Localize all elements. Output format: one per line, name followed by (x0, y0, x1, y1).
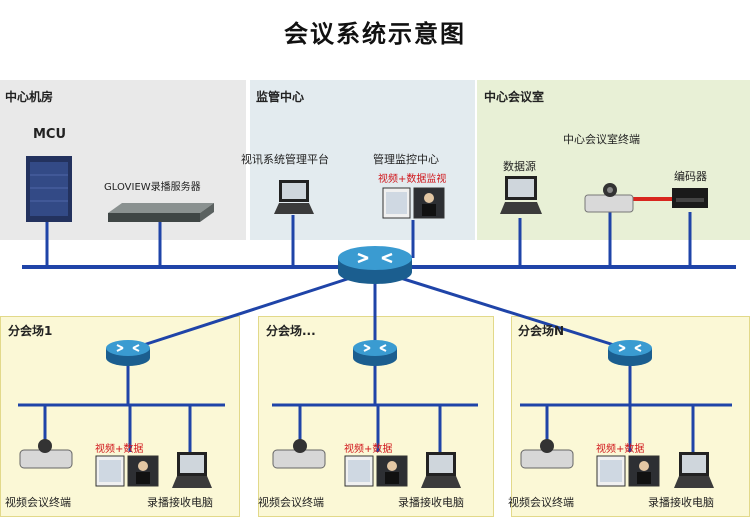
monitor-note: 视频+数据监视 (378, 174, 447, 185)
platform-laptop-icon (274, 180, 314, 214)
branch-2-receiver-label: 录播接收电脑 (398, 496, 464, 509)
branch-2-screens-icon (344, 455, 408, 487)
branch-n-terminal-icon (520, 439, 574, 469)
branch-n-label: 分会场N (518, 324, 565, 338)
branch-n-router-icon (608, 340, 652, 366)
platform-label: 视讯系统管理平台 (241, 153, 329, 166)
central-terminal-camera-icon (584, 183, 634, 213)
central-terminal-label: 中心会议室终端 (563, 133, 640, 146)
branch-n-terminal-label: 视频会议终端 (508, 496, 574, 509)
central-room-label: 中心机房 (5, 90, 54, 104)
encoder-label: 编码器 (674, 170, 707, 183)
branch-n-media: 视频+数据 (596, 444, 645, 455)
central-router-icon (338, 246, 412, 284)
data-source-label: 数据源 (503, 160, 536, 173)
encoder-box-icon (672, 188, 708, 208)
branch-1-laptop-icon (172, 452, 212, 488)
branch-1-receiver-label: 录播接收电脑 (147, 496, 213, 509)
branch-n-screens-icon (596, 455, 660, 487)
branch-1-screens-icon (95, 455, 159, 487)
monitor-label: 管理监控中心 (373, 153, 439, 166)
monitor-screens-icon (382, 187, 445, 219)
branch-n-laptop-icon (674, 452, 714, 488)
recorder-label: GLOVIEW录播服务器 (104, 182, 201, 193)
branch-2-router-icon (353, 340, 397, 366)
mcu-label: MCU (33, 127, 67, 142)
diagram-title: 会议系统示意图 (284, 19, 466, 48)
branch-2-label: 分会场... (266, 324, 316, 338)
branch-2-media: 视频+数据 (344, 444, 393, 455)
recorder-server-icon (108, 203, 214, 222)
mcu-server-icon (26, 156, 72, 222)
branch-1-terminal-icon (19, 439, 73, 469)
branch-2-terminal-icon (272, 439, 326, 469)
data-source-laptop-icon (500, 176, 542, 214)
branch-1-label: 分会场1 (8, 324, 53, 338)
branch-2-laptop-icon (421, 452, 461, 488)
branch-1-router-icon (106, 340, 150, 366)
branch-1-media: 视频+数据 (95, 444, 144, 455)
monitor-center-label: 监管中心 (256, 90, 305, 104)
branch-n-receiver-label: 录播接收电脑 (648, 496, 714, 509)
branch-2-terminal-label: 视频会议终端 (258, 496, 324, 509)
branch-1-terminal-label: 视频会议终端 (5, 496, 71, 509)
central-meeting-label: 中心会议室 (484, 90, 545, 104)
